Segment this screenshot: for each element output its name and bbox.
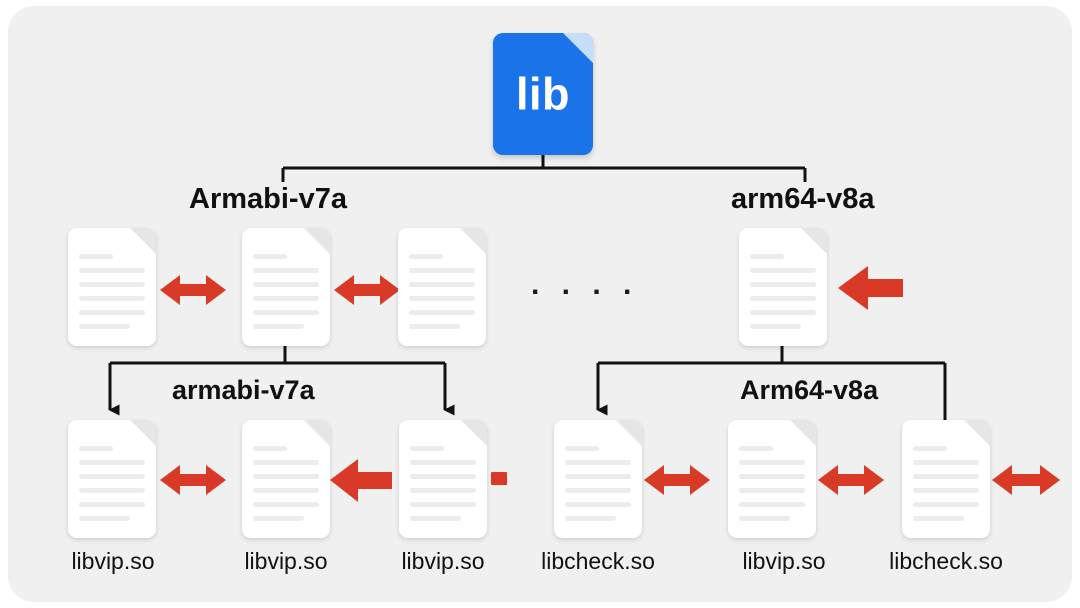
file-label-libcheck-1: libcheck.so <box>541 548 655 574</box>
abi-label-arm64-v8a-upper: Arm64-v8a <box>740 375 879 405</box>
document-text-lines-icon <box>79 446 145 530</box>
red-double-arrow-m2 <box>334 275 400 305</box>
file-fold-corner-icon <box>460 228 486 254</box>
file-fold-corner-icon <box>801 228 827 254</box>
red-double-arrow-b4 <box>644 465 710 495</box>
doc-libcheck-1[interactable] <box>554 420 642 538</box>
file-label-libvip-1: libvip.so <box>71 548 155 574</box>
doc-libvip-2[interactable] <box>242 420 330 538</box>
doc-libvip-3[interactable] <box>399 420 487 538</box>
document-text-lines-icon <box>409 254 475 338</box>
doc-libvip-1[interactable] <box>68 420 156 538</box>
red-double-arrow-b1 <box>160 465 226 495</box>
red-single-left-arrow-m3 <box>838 266 903 310</box>
file-label-libvip-3: libvip.so <box>401 548 485 574</box>
file-fold-corner-icon <box>304 228 330 254</box>
lib-root-icon[interactable]: lib <box>493 33 593 155</box>
file-fold-corner-icon <box>964 420 990 446</box>
file-fold-corner-icon <box>563 33 593 63</box>
file-fold-corner-icon <box>130 420 156 446</box>
document-text-lines-icon <box>739 446 805 530</box>
file-fold-corner-icon <box>790 420 816 446</box>
file-fold-corner-icon <box>616 420 642 446</box>
doc-armabi-2[interactable] <box>242 228 330 346</box>
doc-libcheck-2[interactable] <box>902 420 990 538</box>
document-text-lines-icon <box>913 446 979 530</box>
document-text-lines-icon <box>750 254 816 338</box>
file-label-libvip-4: libvip.so <box>742 548 826 574</box>
file-fold-corner-icon <box>461 420 487 446</box>
lib-root-label: lib <box>516 68 570 120</box>
red-double-arrow-b6 <box>992 465 1060 495</box>
doc-libvip-4[interactable] <box>728 420 816 538</box>
doc-armabi-1[interactable] <box>68 228 156 346</box>
document-text-lines-icon <box>253 254 319 338</box>
red-single-left-arrow-b2 <box>330 459 392 502</box>
document-text-lines-icon <box>79 254 145 338</box>
file-fold-corner-icon <box>130 228 156 254</box>
doc-arm64-1[interactable] <box>739 228 827 346</box>
file-fold-corner-icon <box>304 420 330 446</box>
document-text-lines-icon <box>410 446 476 530</box>
abi-label-arm64-v8a: arm64-v8a <box>731 183 875 215</box>
file-label-libcheck-2: libcheck.so <box>889 548 1003 574</box>
red-double-arrow-b5 <box>818 465 884 495</box>
file-label-libvip-2: libvip.so <box>244 548 328 574</box>
red-double-arrow-m1 <box>160 275 226 305</box>
ellipsis-label: . . . . <box>531 268 639 301</box>
document-text-lines-icon <box>253 446 319 530</box>
doc-armabi-3[interactable] <box>398 228 486 346</box>
red-stub-b3 <box>491 472 507 485</box>
abi-label-armabi-v7a-lower: armabi-v7a <box>172 375 315 405</box>
document-text-lines-icon <box>565 446 631 530</box>
abi-label-armabi-v7a: Armabi-v7a <box>189 183 347 215</box>
